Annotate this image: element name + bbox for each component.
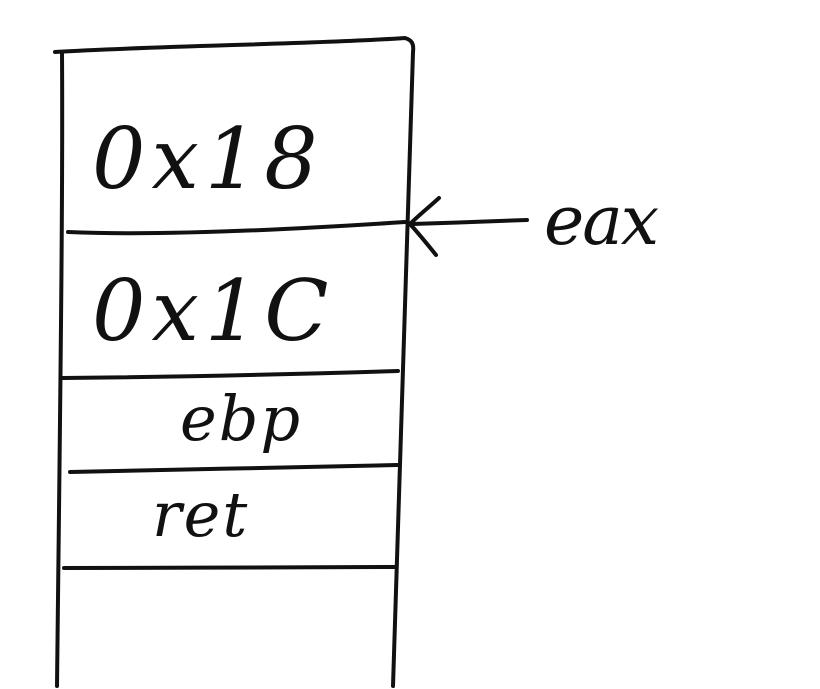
- pointer-arrow: [408, 196, 529, 257]
- pointer-arrow-head: [408, 196, 441, 257]
- stack-frame-right-edge: [391, 50, 415, 688]
- pointer-label-eax: eax: [544, 182, 659, 261]
- stack-cell-label-ret: ret: [152, 478, 249, 551]
- stack-divider-3: [68, 463, 399, 474]
- stack-frame-left-edge: [55, 50, 65, 688]
- stack-divider-4: [62, 565, 398, 570]
- pointer-arrow-shaft: [410, 218, 529, 226]
- stack-divider-2: [61, 369, 400, 380]
- stack-cell-label-0x1c: 0x1C: [92, 262, 335, 360]
- stack-cell-label-ebp: ebp: [180, 382, 302, 455]
- stack-cell-label-0x18: 0x18: [92, 110, 324, 208]
- stack-divider-1: [66, 220, 407, 236]
- stack-frame-top-edge: [53, 36, 416, 54]
